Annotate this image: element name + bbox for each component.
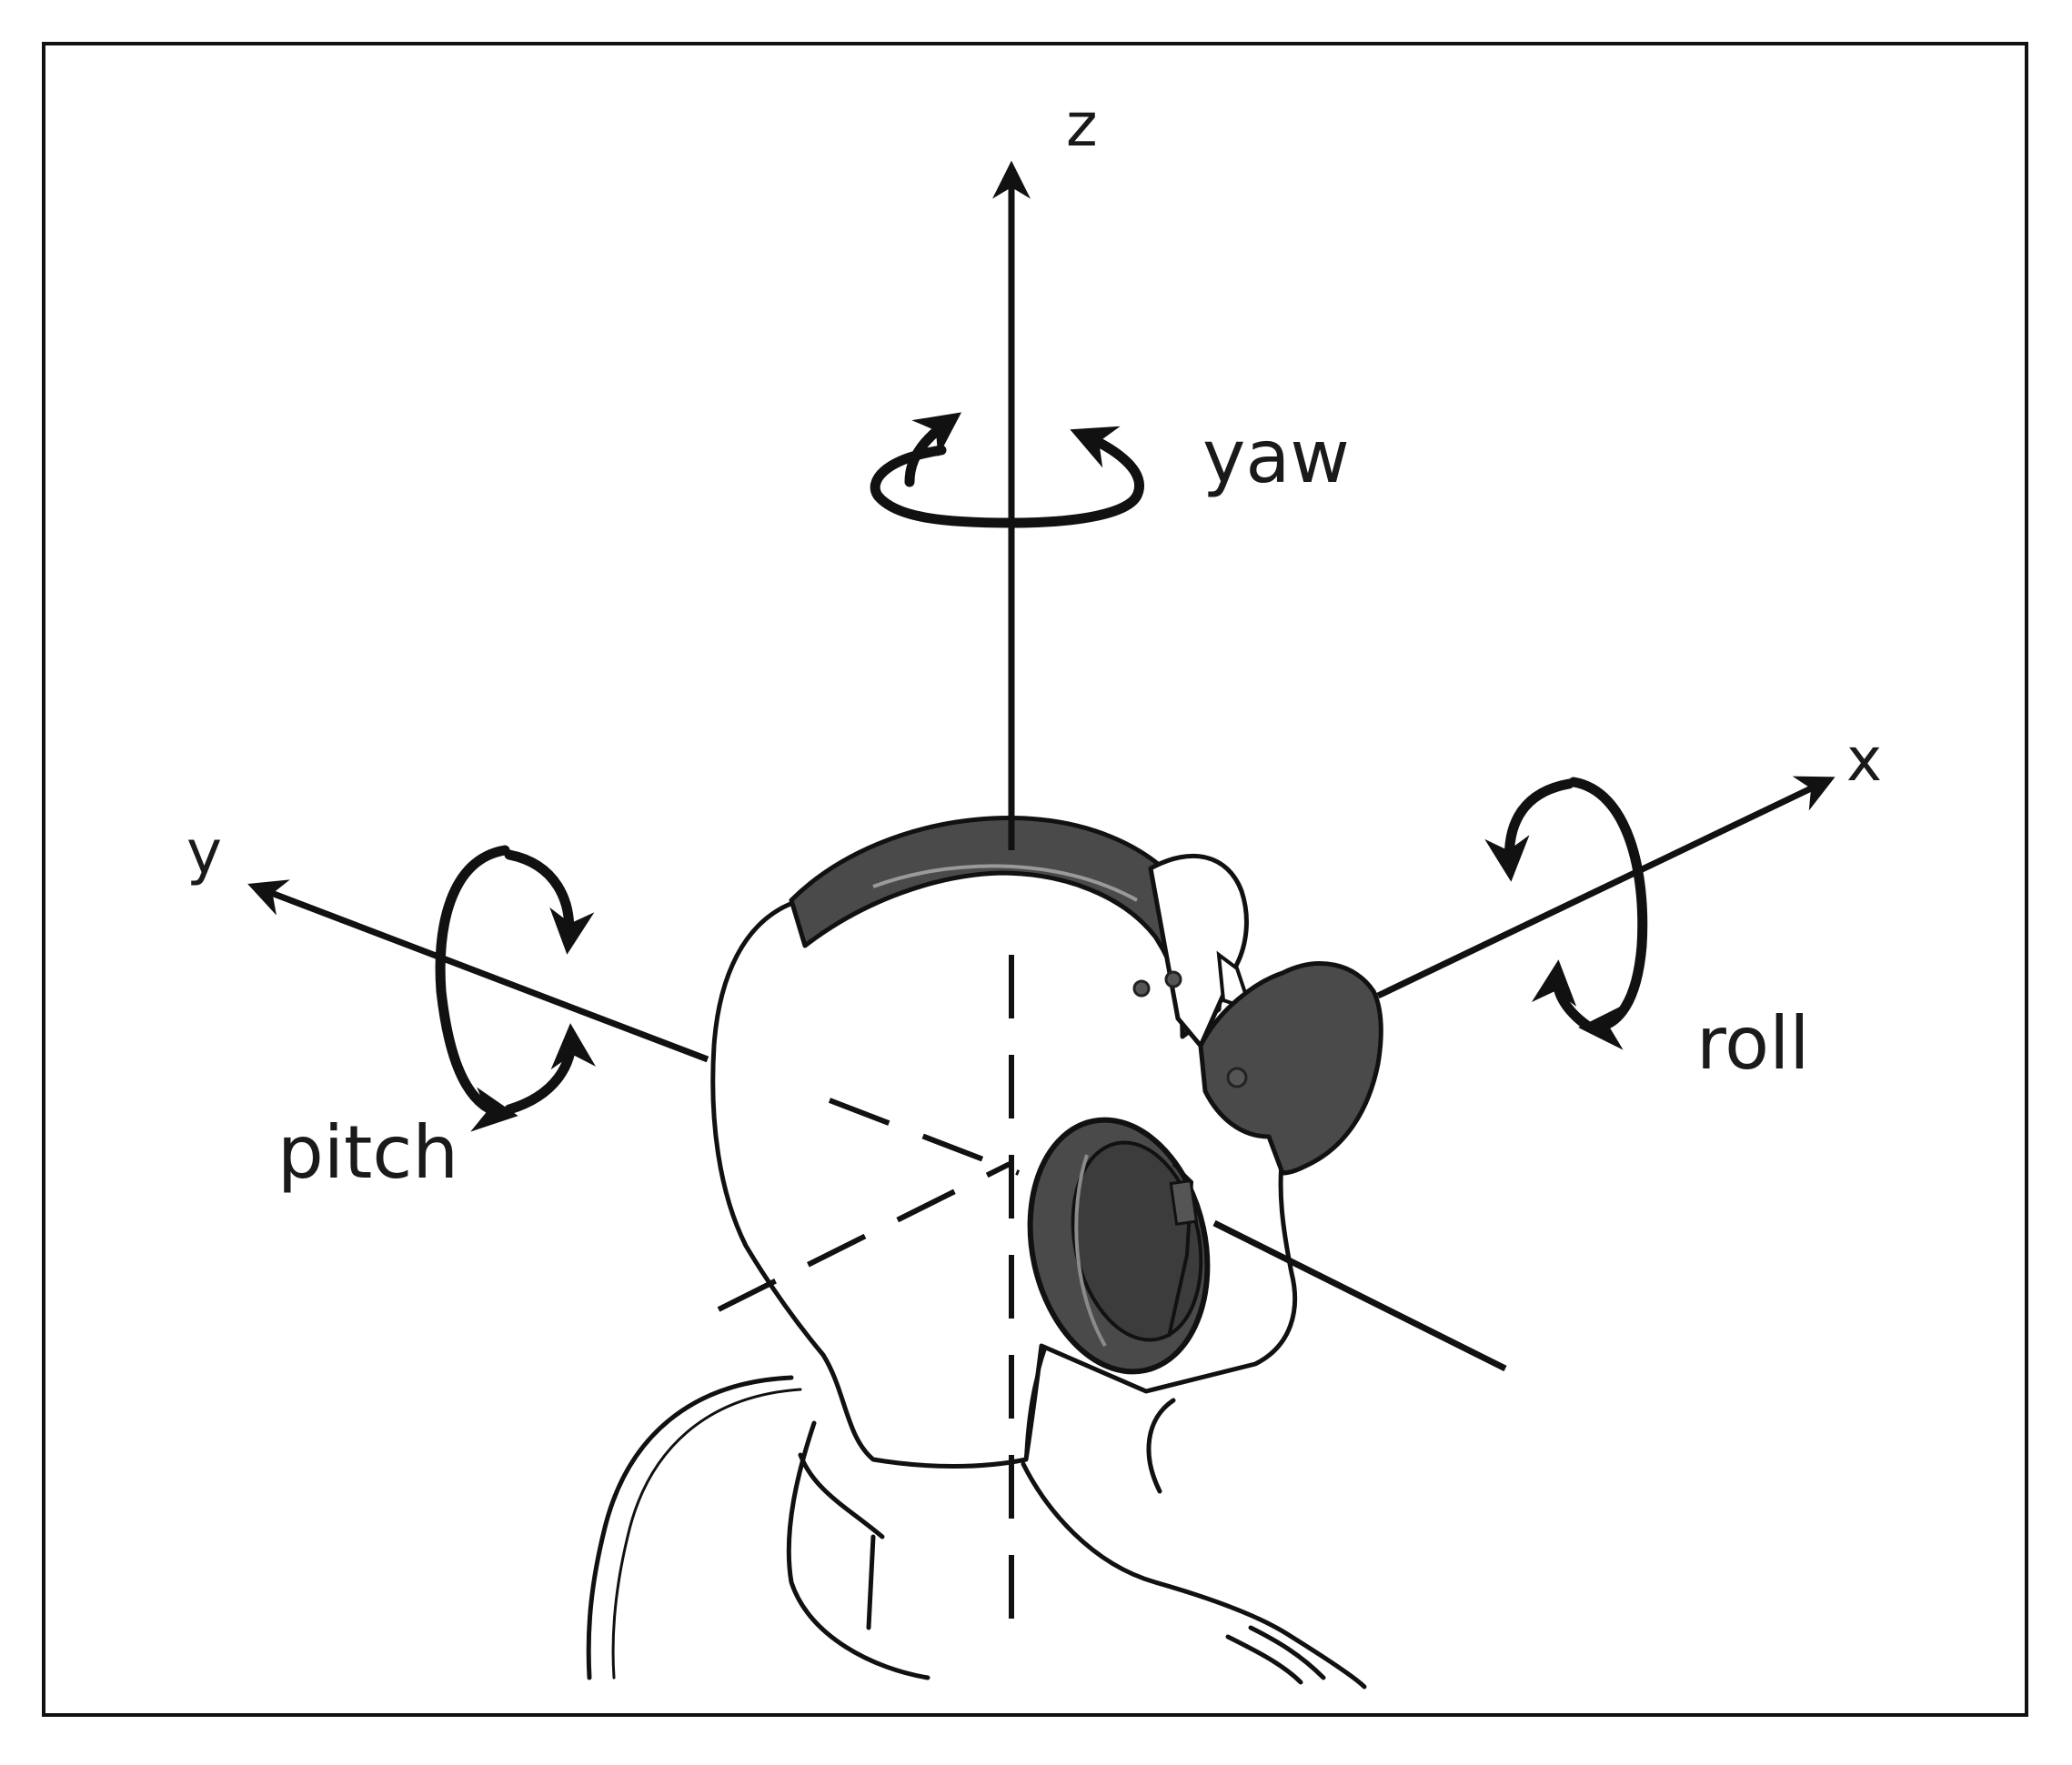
pitch-label: pitch <box>277 1110 458 1195</box>
yaw-rotation-arrow <box>870 412 1144 528</box>
headphone-slider <box>1148 853 1249 1048</box>
yaw-label: yaw <box>1202 415 1350 499</box>
reference-lines <box>717 955 1021 1628</box>
headband-highlight <box>872 864 1138 902</box>
roll-label: roll <box>1696 1001 1810 1086</box>
shoulders <box>586 1375 1367 1690</box>
neck <box>786 1398 1176 1680</box>
band-screw-2 <box>1164 970 1182 988</box>
x-axis-label: x <box>1846 725 1882 795</box>
y-axis-label: y <box>186 817 222 888</box>
y-axis <box>247 879 709 1063</box>
roll-rotation-arrow <box>1484 777 1648 1050</box>
headphone-earcup <box>1027 1117 1211 1375</box>
x-axis <box>1212 776 1836 1372</box>
pitch-rotation-arrow <box>435 845 596 1132</box>
headphone-yoke <box>1198 961 1383 1176</box>
jaw-line <box>1024 1345 1048 1460</box>
band-screw-1 <box>1132 979 1151 998</box>
z-axis-label: z <box>1066 90 1098 160</box>
yoke-screw <box>1226 1067 1248 1088</box>
